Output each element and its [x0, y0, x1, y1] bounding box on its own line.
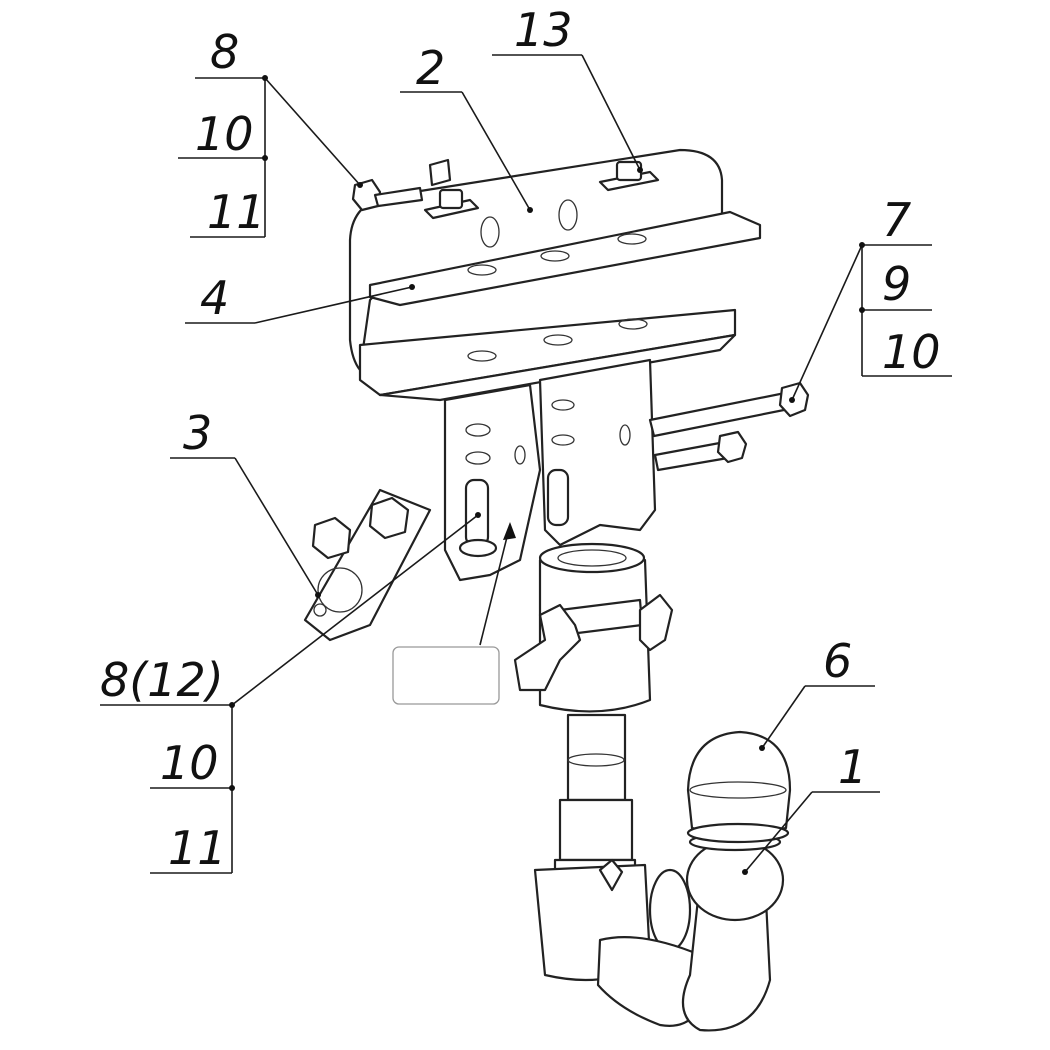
callout-7: 7 [882, 193, 911, 247]
mounting-bracket-plate [348, 148, 724, 372]
callout-3: 3 [183, 406, 212, 460]
vertical-hangers [443, 358, 657, 582]
callout-11-top: 11 [207, 185, 266, 239]
callout-9: 9 [882, 257, 911, 311]
callout-4: 4 [200, 271, 229, 325]
callout-1: 1 [838, 740, 867, 794]
tow-ball [685, 832, 785, 922]
ball-cover [686, 730, 792, 844]
callout-10-right: 10 [882, 325, 941, 379]
callout-2: 2 [416, 41, 445, 95]
callout-8-12: 8(12) [100, 653, 224, 707]
empty-label-box [392, 646, 500, 705]
callout-10-bottom: 10 [160, 736, 219, 790]
gasket-plate [303, 488, 432, 642]
callout-13: 13 [514, 3, 573, 57]
leader-dots [229, 75, 865, 875]
leader-lines [100, 54, 952, 874]
callout-10-top: 10 [195, 107, 254, 161]
callout-11-bottom: 11 [168, 821, 227, 875]
callout-8-top: 8 [210, 25, 239, 79]
receiver-block [513, 542, 674, 713]
long-bolts [648, 381, 810, 472]
callout-6: 6 [823, 634, 852, 688]
lower-flange [358, 308, 737, 402]
